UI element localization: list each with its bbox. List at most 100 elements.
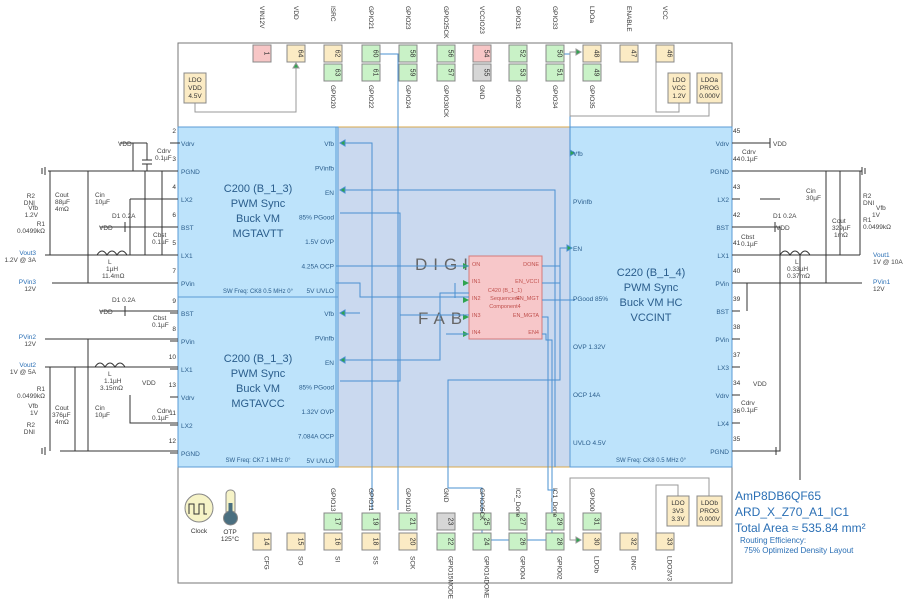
top-inner-pin-49[interactable] — [582, 63, 602, 82]
port-label: 85% PGood — [299, 215, 334, 222]
bottom-pin-14[interactable] — [252, 532, 272, 551]
top-pin-54[interactable] — [472, 44, 492, 63]
bottom-pin-name: GPIO04 — [519, 556, 526, 580]
bottom-pin-26[interactable] — [508, 532, 528, 551]
top-pin-num: 53 — [519, 69, 526, 77]
bottom-pin-name: GPIO10 — [404, 488, 411, 512]
top-pin-58[interactable] — [398, 44, 418, 63]
pin-number: 40 — [733, 268, 741, 275]
seq-input-label: IN1 — [472, 279, 481, 285]
block-c200a[interactable] — [177, 126, 339, 298]
ext-label: Cbst — [153, 315, 167, 322]
pin-number: 7 — [172, 268, 176, 275]
fabric-label-fabr: FABR — [418, 309, 486, 328]
port-label: PVinfb — [315, 336, 334, 343]
top-pin-name: ISRC — [329, 6, 336, 22]
top-inner-pin-51[interactable] — [545, 63, 565, 82]
bottom-inner-pin-23[interactable] — [436, 512, 456, 531]
port-label: OCP 14A — [573, 392, 601, 399]
top-pin-num: 58 — [409, 50, 416, 58]
bottom-inner-pin-27[interactable] — [508, 512, 528, 531]
bottom-pin-28[interactable] — [545, 532, 565, 551]
bottom-inner-pin-25[interactable] — [472, 512, 492, 531]
pin-number: 9 — [172, 298, 176, 305]
top-pin-60[interactable] — [361, 44, 381, 63]
top-pin-name: GPIO22 — [367, 85, 374, 109]
bottom-inner-pin-21[interactable] — [398, 512, 418, 531]
top-pin-64[interactable] — [286, 44, 306, 63]
port-label: Vdrv — [181, 395, 195, 402]
bottom-pin-num: 25 — [483, 518, 490, 526]
pin-number: 42 — [733, 212, 741, 219]
top-inner-pin-57[interactable] — [436, 63, 456, 82]
top-pin-name: GPIO21 — [367, 6, 374, 30]
port-label: BST — [716, 225, 729, 232]
sequencer-block[interactable] — [468, 255, 543, 340]
ldo-text: PROG — [700, 85, 719, 92]
top-pin-46[interactable] — [655, 44, 675, 63]
top-pin-47[interactable] — [619, 44, 639, 63]
bottom-pin-18[interactable] — [361, 532, 381, 551]
bottom-pin-22[interactable] — [436, 532, 456, 551]
diode-icon — [100, 306, 178, 316]
signal-wire — [542, 333, 553, 540]
bottom-pin-33[interactable] — [655, 532, 675, 551]
seq-input-label: IN3 — [472, 313, 481, 319]
bottom-inner-pin-29[interactable] — [545, 512, 565, 531]
block-c220[interactable] — [569, 126, 733, 468]
ext-label: 0.33µH — [787, 266, 808, 273]
top-pin-56[interactable] — [436, 44, 456, 63]
block-c200b[interactable] — [177, 296, 339, 468]
ldo-box-vdd[interactable] — [183, 72, 207, 104]
top-inner-pin-61[interactable] — [361, 63, 381, 82]
bottom-inner-pin-17[interactable] — [323, 512, 343, 531]
bottom-pin-30[interactable] — [582, 532, 602, 551]
top-inner-pin-55[interactable] — [472, 63, 492, 82]
bottom-inner-pin-19[interactable] — [361, 512, 381, 531]
top-inner-pin-53[interactable] — [508, 63, 528, 82]
port-label: LX1 — [717, 253, 729, 260]
top-pin-1[interactable] — [252, 44, 272, 63]
ext-label: D1 0.2A — [112, 297, 136, 304]
bottom-pin-num: 31 — [593, 518, 600, 526]
ext-label: 1.2V @ 3A — [4, 257, 36, 264]
ldo-box-ldoa_prog[interactable] — [696, 72, 723, 104]
bottom-pin-name: GND — [442, 488, 449, 503]
ext-label: VDD — [118, 141, 132, 148]
top-pin-50[interactable] — [545, 44, 565, 63]
bottom-pin-32[interactable] — [619, 532, 639, 551]
pin-number: 12 — [169, 438, 177, 445]
bottom-pin-20[interactable] — [398, 532, 418, 551]
ldo-box-ldob_prog[interactable] — [696, 495, 723, 527]
ldo-box-ldo3v3[interactable] — [666, 495, 690, 527]
top-pin-48[interactable] — [582, 44, 602, 63]
ext-label: D1 0.2A — [773, 213, 797, 220]
ext-label: R1 — [37, 221, 46, 228]
ldo-box-vcc[interactable] — [667, 72, 691, 104]
bottom-pin-24[interactable] — [472, 532, 492, 551]
ext-label: VDD — [99, 225, 113, 232]
bottom-pin-16[interactable] — [323, 532, 343, 551]
port-label: 85% PGood — [299, 385, 334, 392]
ext-label: Cout — [55, 192, 69, 199]
bottom-inner-pin-31[interactable] — [582, 512, 602, 531]
top-pin-num: 60 — [372, 50, 379, 58]
ext-label: 1V @ 5A — [10, 369, 37, 376]
pin-number: 11 — [169, 410, 176, 417]
port-label: Vfb — [573, 151, 583, 158]
top-pin-52[interactable] — [508, 44, 528, 63]
top-inner-pin-59[interactable] — [398, 63, 418, 82]
top-pin-62[interactable] — [323, 44, 343, 63]
top-inner-pin-63[interactable] — [323, 63, 343, 82]
ldo-text: 3V3 — [672, 508, 684, 515]
top-pin-name: VCC — [661, 6, 668, 20]
bottom-pin-name: SS — [372, 556, 379, 565]
bottom-pin-15[interactable] — [286, 532, 306, 551]
ext-label: R1 — [863, 217, 872, 224]
inductor-icon — [779, 250, 811, 256]
bottom-pin-num: 20 — [409, 538, 416, 546]
ldo-text: LDO — [188, 77, 201, 84]
top-pin-name: GPIO20 — [329, 85, 336, 109]
ext-label: Cin — [95, 405, 105, 412]
port-label: LX2 — [717, 197, 729, 204]
